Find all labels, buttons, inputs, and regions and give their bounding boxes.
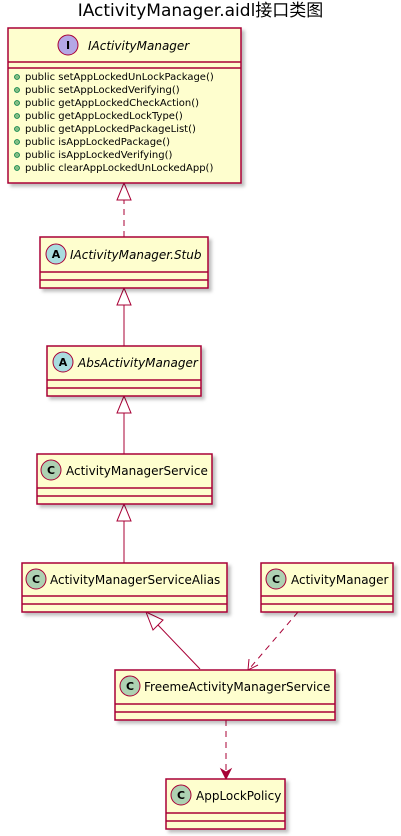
class-iactivitymanager-stub: A IActivityManager.Stub [39,236,209,289]
abstract-badge-icon [45,243,67,265]
class-freemeactivitymanagerservice: C FreemeActivityManagerService [114,669,336,721]
method-item: public isAppLockedPackage() [25,137,170,148]
badge-letter: C [47,464,55,477]
badge-letter: C [126,680,134,693]
badge-letter: C [32,573,40,586]
class-badge-icon [170,784,192,806]
class-name: FreemeActivityManagerService [144,680,330,694]
interface-badge-icon [57,34,79,56]
diagram-title: IActivityManager.aidl接口类图 [77,1,324,21]
class-name: ActivityManagerService [66,464,208,478]
method-item: public getAppLockedLockType() [25,111,183,122]
method-item: public isAppLockedVerifying() [25,150,172,161]
class-name: ActivityManagerServiceAlias [50,573,220,587]
class-activitymanagerservicealias: C ActivityManagerServiceAlias [21,562,228,613]
method-item: public clearAppLockedUnLockedApp() [25,163,213,174]
badge-letter: I [66,39,70,52]
badge-letter: C [177,789,185,802]
class-badge-icon [265,568,287,590]
method-list: public setAppLockedUnLockPackage() publi… [14,72,214,174]
class-badge-icon [119,675,141,697]
inheritance-ams-to-abs [116,394,132,454]
realization-stub-to-iactivitymanager [116,181,132,237]
method-item: public getAppLockedPackageList() [25,124,196,135]
class-iactivitymanager: I IActivityManager public setAppLockedUn… [7,27,242,184]
badge-letter: C [272,573,280,586]
dependency-activitymanager-to-freeme [247,611,299,671]
class-activitymanagerservice: C ActivityManagerService [36,453,213,505]
inheritance-abs-to-stub [116,286,132,346]
method-item: public getAppLockedCheckAction() [25,98,199,109]
class-absactivitymanager: A AbsActivityManager [46,345,202,397]
inheritance-freeme-to-alias [145,611,201,670]
class-badge-icon [25,568,47,590]
class-name: ActivityManager [291,573,389,587]
class-name: IActivityManager [88,39,190,53]
class-name: AbsActivityManager [77,356,199,370]
badge-letter: A [59,356,68,369]
class-applockpolicy: C AppLockPolicy [165,778,286,830]
dependency-freeme-to-applockpolicy [219,720,233,781]
class-name: IActivityManager.Stub [70,248,202,262]
method-item: public setAppLockedVerifying() [25,85,180,96]
class-activitymanager: C ActivityManager [260,562,394,613]
method-item: public setAppLockedUnLockPackage() [25,72,214,83]
inheritance-alias-to-ams [116,502,132,563]
badge-letter: A [52,248,61,261]
class-badge-icon [40,459,62,481]
class-name: AppLockPolicy [196,789,281,803]
abstract-badge-icon [52,351,74,373]
